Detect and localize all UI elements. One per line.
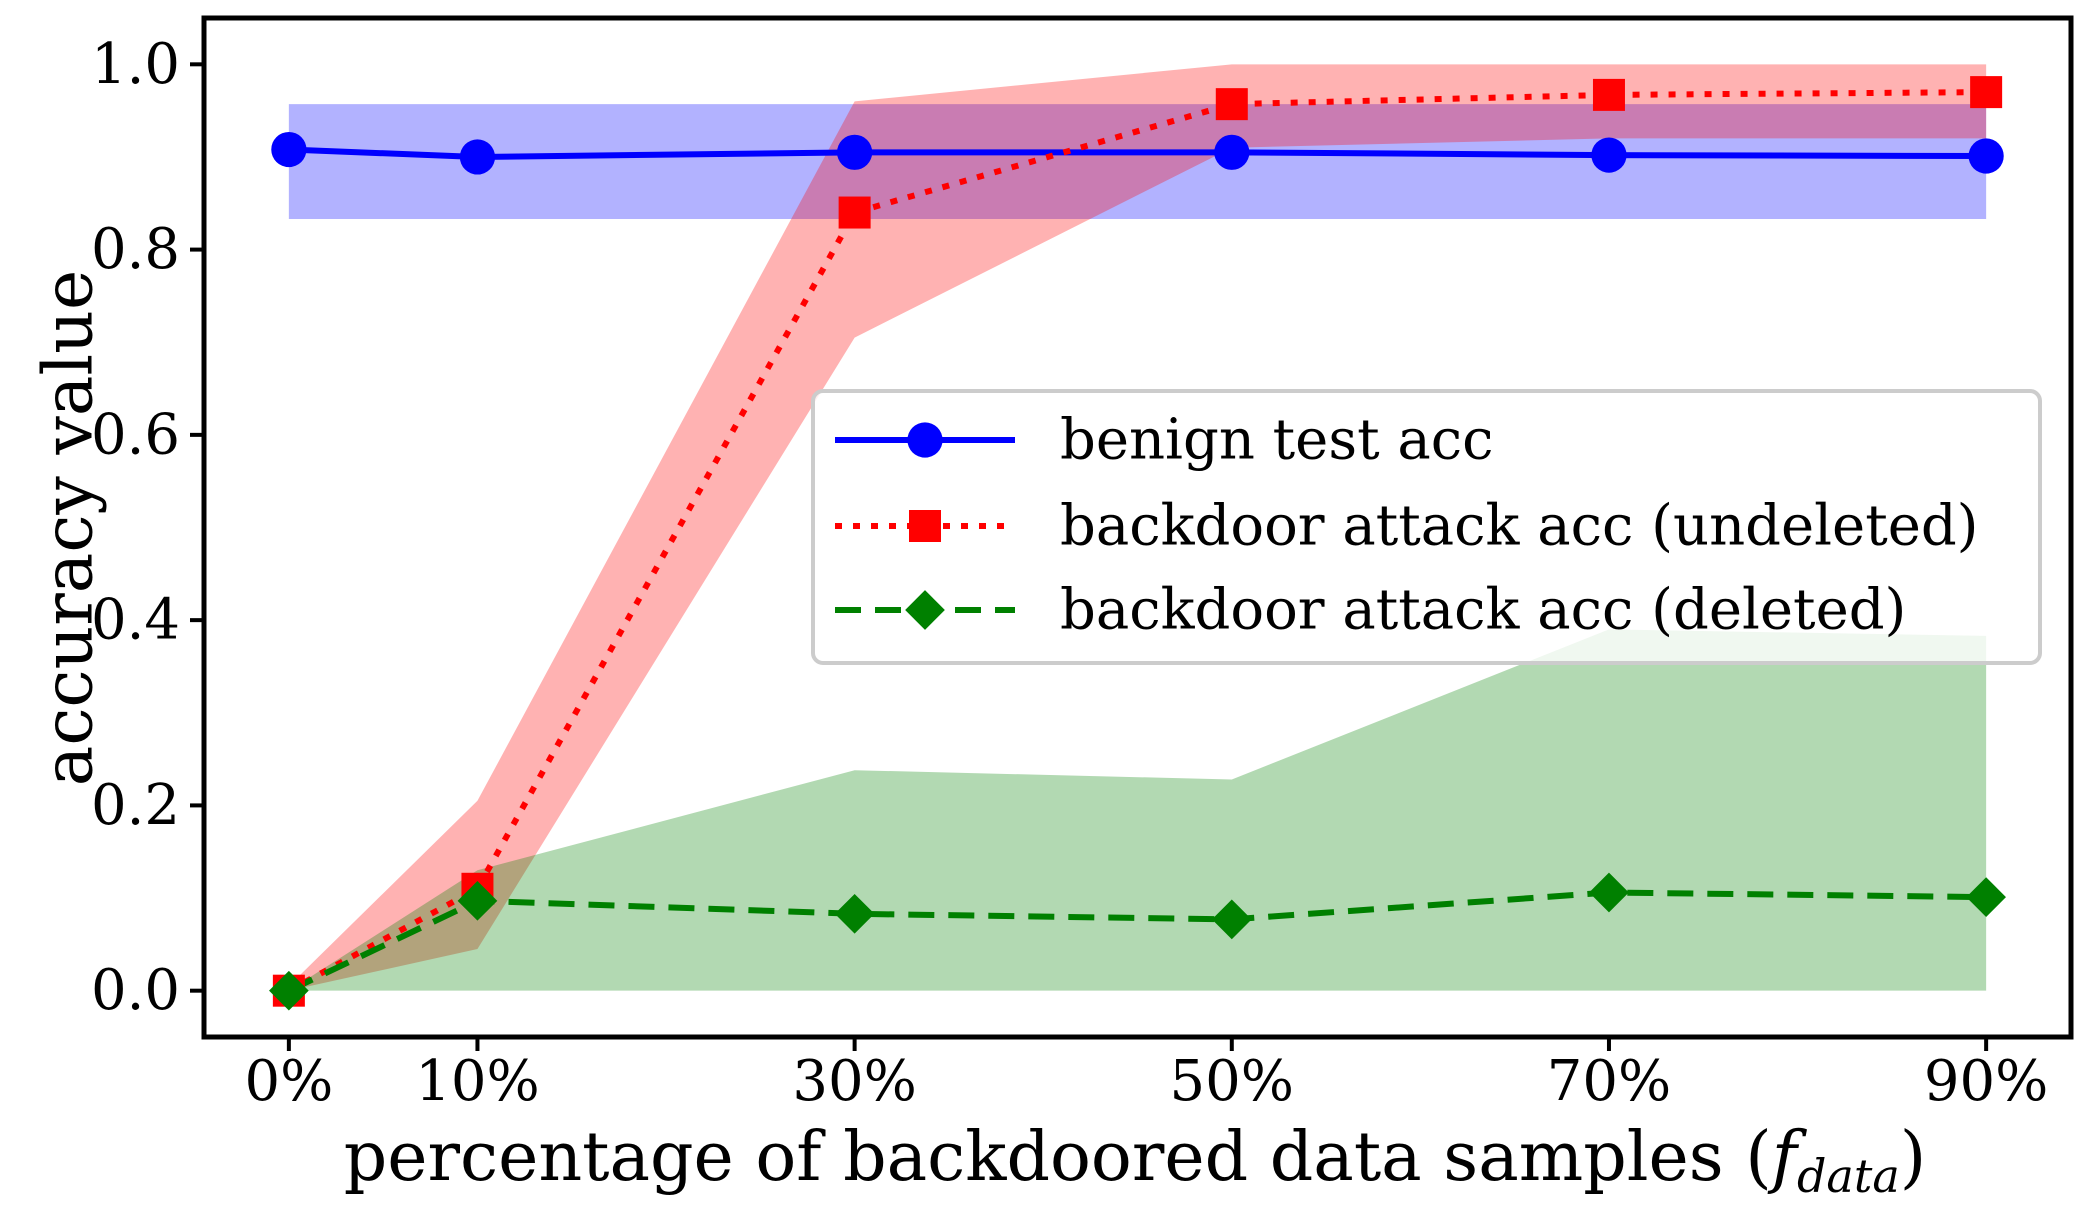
- data-point: [1215, 88, 1248, 121]
- series-markers: [269, 76, 2006, 1011]
- series-lines: [287, 89, 1987, 994]
- y-axis-ticks: 0.0 0.2 0.4 0.6 0.8 1.0: [91, 32, 204, 1023]
- data-point: [1214, 134, 1250, 170]
- confidence-band: [288, 64, 1987, 991]
- y-tick-label: 0.8: [91, 217, 180, 282]
- x-tick-label: 70%: [1547, 1049, 1671, 1114]
- data-point: [1211, 899, 1252, 940]
- y-tick-label: 0.4: [91, 588, 180, 653]
- series-line: [288, 146, 1987, 160]
- series-line: [287, 89, 1987, 994]
- plot-frame: [201, 15, 2074, 1040]
- data-point: [1968, 138, 2004, 174]
- data-point: [1970, 76, 2003, 109]
- legend-label: backdoor attack acc (deleted): [1060, 578, 1906, 643]
- legend: benign test acc backdoor attack acc (unde…: [811, 389, 2042, 665]
- data-point: [459, 139, 496, 175]
- confidence-band: [288, 629, 1987, 991]
- data-point: [1966, 877, 2006, 917]
- legend-marker: [905, 590, 945, 630]
- series-line: [287, 889, 1987, 994]
- data-point: [1592, 78, 1625, 111]
- data-point: [838, 196, 871, 229]
- legend-label: benign test acc: [1060, 408, 1493, 473]
- y-axis-label: accuracy value: [30, 270, 109, 786]
- legend-label: backdoor attack acc (undeleted): [1060, 494, 1979, 559]
- legend-marker: [909, 510, 941, 542]
- y-tick-label: 0.6: [91, 402, 180, 467]
- legend-box: [811, 389, 2042, 665]
- x-axis-ticks: 0% 10% 30% 50% 70% 90%: [244, 1037, 2048, 1114]
- confidence-bands: [288, 64, 1987, 991]
- data-point: [269, 970, 309, 1011]
- x-tick-label: 30%: [792, 1049, 916, 1114]
- data-point: [271, 131, 307, 168]
- y-tick-label: 0.0: [91, 958, 180, 1023]
- x-tick-label: 50%: [1170, 1049, 1294, 1114]
- data-point: [457, 880, 498, 921]
- x-tick-label: 0%: [244, 1049, 333, 1114]
- legend-marker: [907, 422, 943, 458]
- confidence-band: [288, 104, 1987, 220]
- x-tick-label: 10%: [415, 1049, 539, 1114]
- y-tick-label: 1.0: [91, 32, 180, 97]
- data-point: [1591, 137, 1627, 173]
- y-tick-label: 0.2: [91, 773, 180, 838]
- data-point: [834, 893, 875, 934]
- x-axis-label: percentage of backdoored data samples (f…: [344, 1118, 1927, 1203]
- data-point: [837, 134, 873, 170]
- data-point: [1589, 872, 1629, 913]
- x-tick-label: 90%: [1924, 1049, 2048, 1114]
